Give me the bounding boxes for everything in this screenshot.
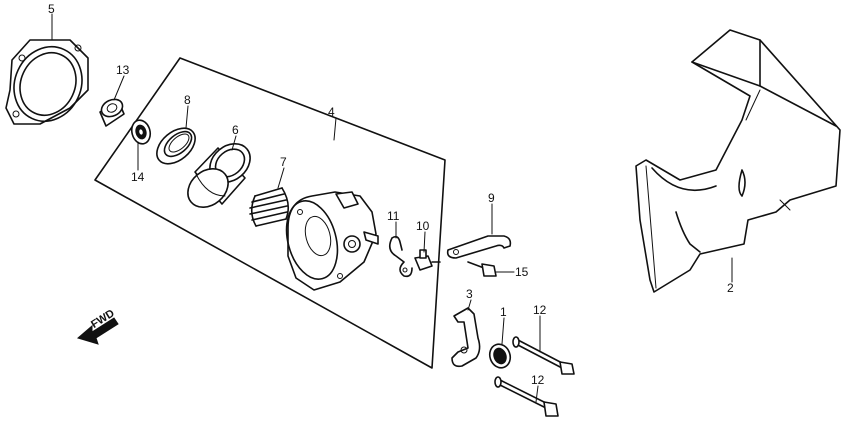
- callout-1: 1: [500, 305, 507, 319]
- callout-labels: 5 13 14 8 6 7 4 11 10 9 15 3 1 12 12 2: [48, 2, 734, 387]
- bracket-part-3: [451, 307, 481, 368]
- callout-5: 5: [48, 2, 55, 16]
- callout-8: 8: [184, 93, 191, 107]
- sleeve-part-6: [187, 142, 251, 209]
- callout-6: 6: [232, 123, 239, 137]
- spring-part-7: [249, 187, 290, 227]
- long-bolt-part-12-upper: [512, 336, 575, 375]
- callout-12-lower: 12: [531, 373, 545, 387]
- long-bolt-part-12-lower: [494, 376, 559, 417]
- callout-14: 14: [131, 170, 145, 184]
- callout-11: 11: [387, 209, 400, 223]
- housing-part-4: [285, 191, 379, 291]
- gasket-part-5: [5, 39, 89, 125]
- bolt-part-15: [467, 261, 497, 277]
- callout-7: 7: [280, 155, 287, 169]
- callout-2: 2: [727, 281, 734, 295]
- cover-part-2: [635, 29, 841, 293]
- callout-4: 4: [328, 105, 335, 119]
- bracket-part-9: [446, 235, 512, 259]
- oil-seal-part-8: [156, 127, 196, 165]
- callout-9: 9: [488, 191, 495, 205]
- callout-10: 10: [416, 219, 430, 233]
- forward-direction-arrow: FWD: [76, 307, 119, 345]
- assembly-group-outline: [94, 57, 446, 369]
- clip-part-11: [388, 235, 413, 278]
- callout-13: 13: [116, 63, 130, 77]
- switch-part-10: [414, 249, 441, 271]
- bearing-part-14: [130, 119, 152, 145]
- bushing-part-13: [99, 98, 125, 127]
- leader-lines: [51, 13, 733, 403]
- grommet-part-1: [488, 343, 512, 369]
- callout-3: 3: [466, 287, 473, 301]
- callout-15: 15: [515, 265, 529, 279]
- callout-12-upper: 12: [533, 303, 547, 317]
